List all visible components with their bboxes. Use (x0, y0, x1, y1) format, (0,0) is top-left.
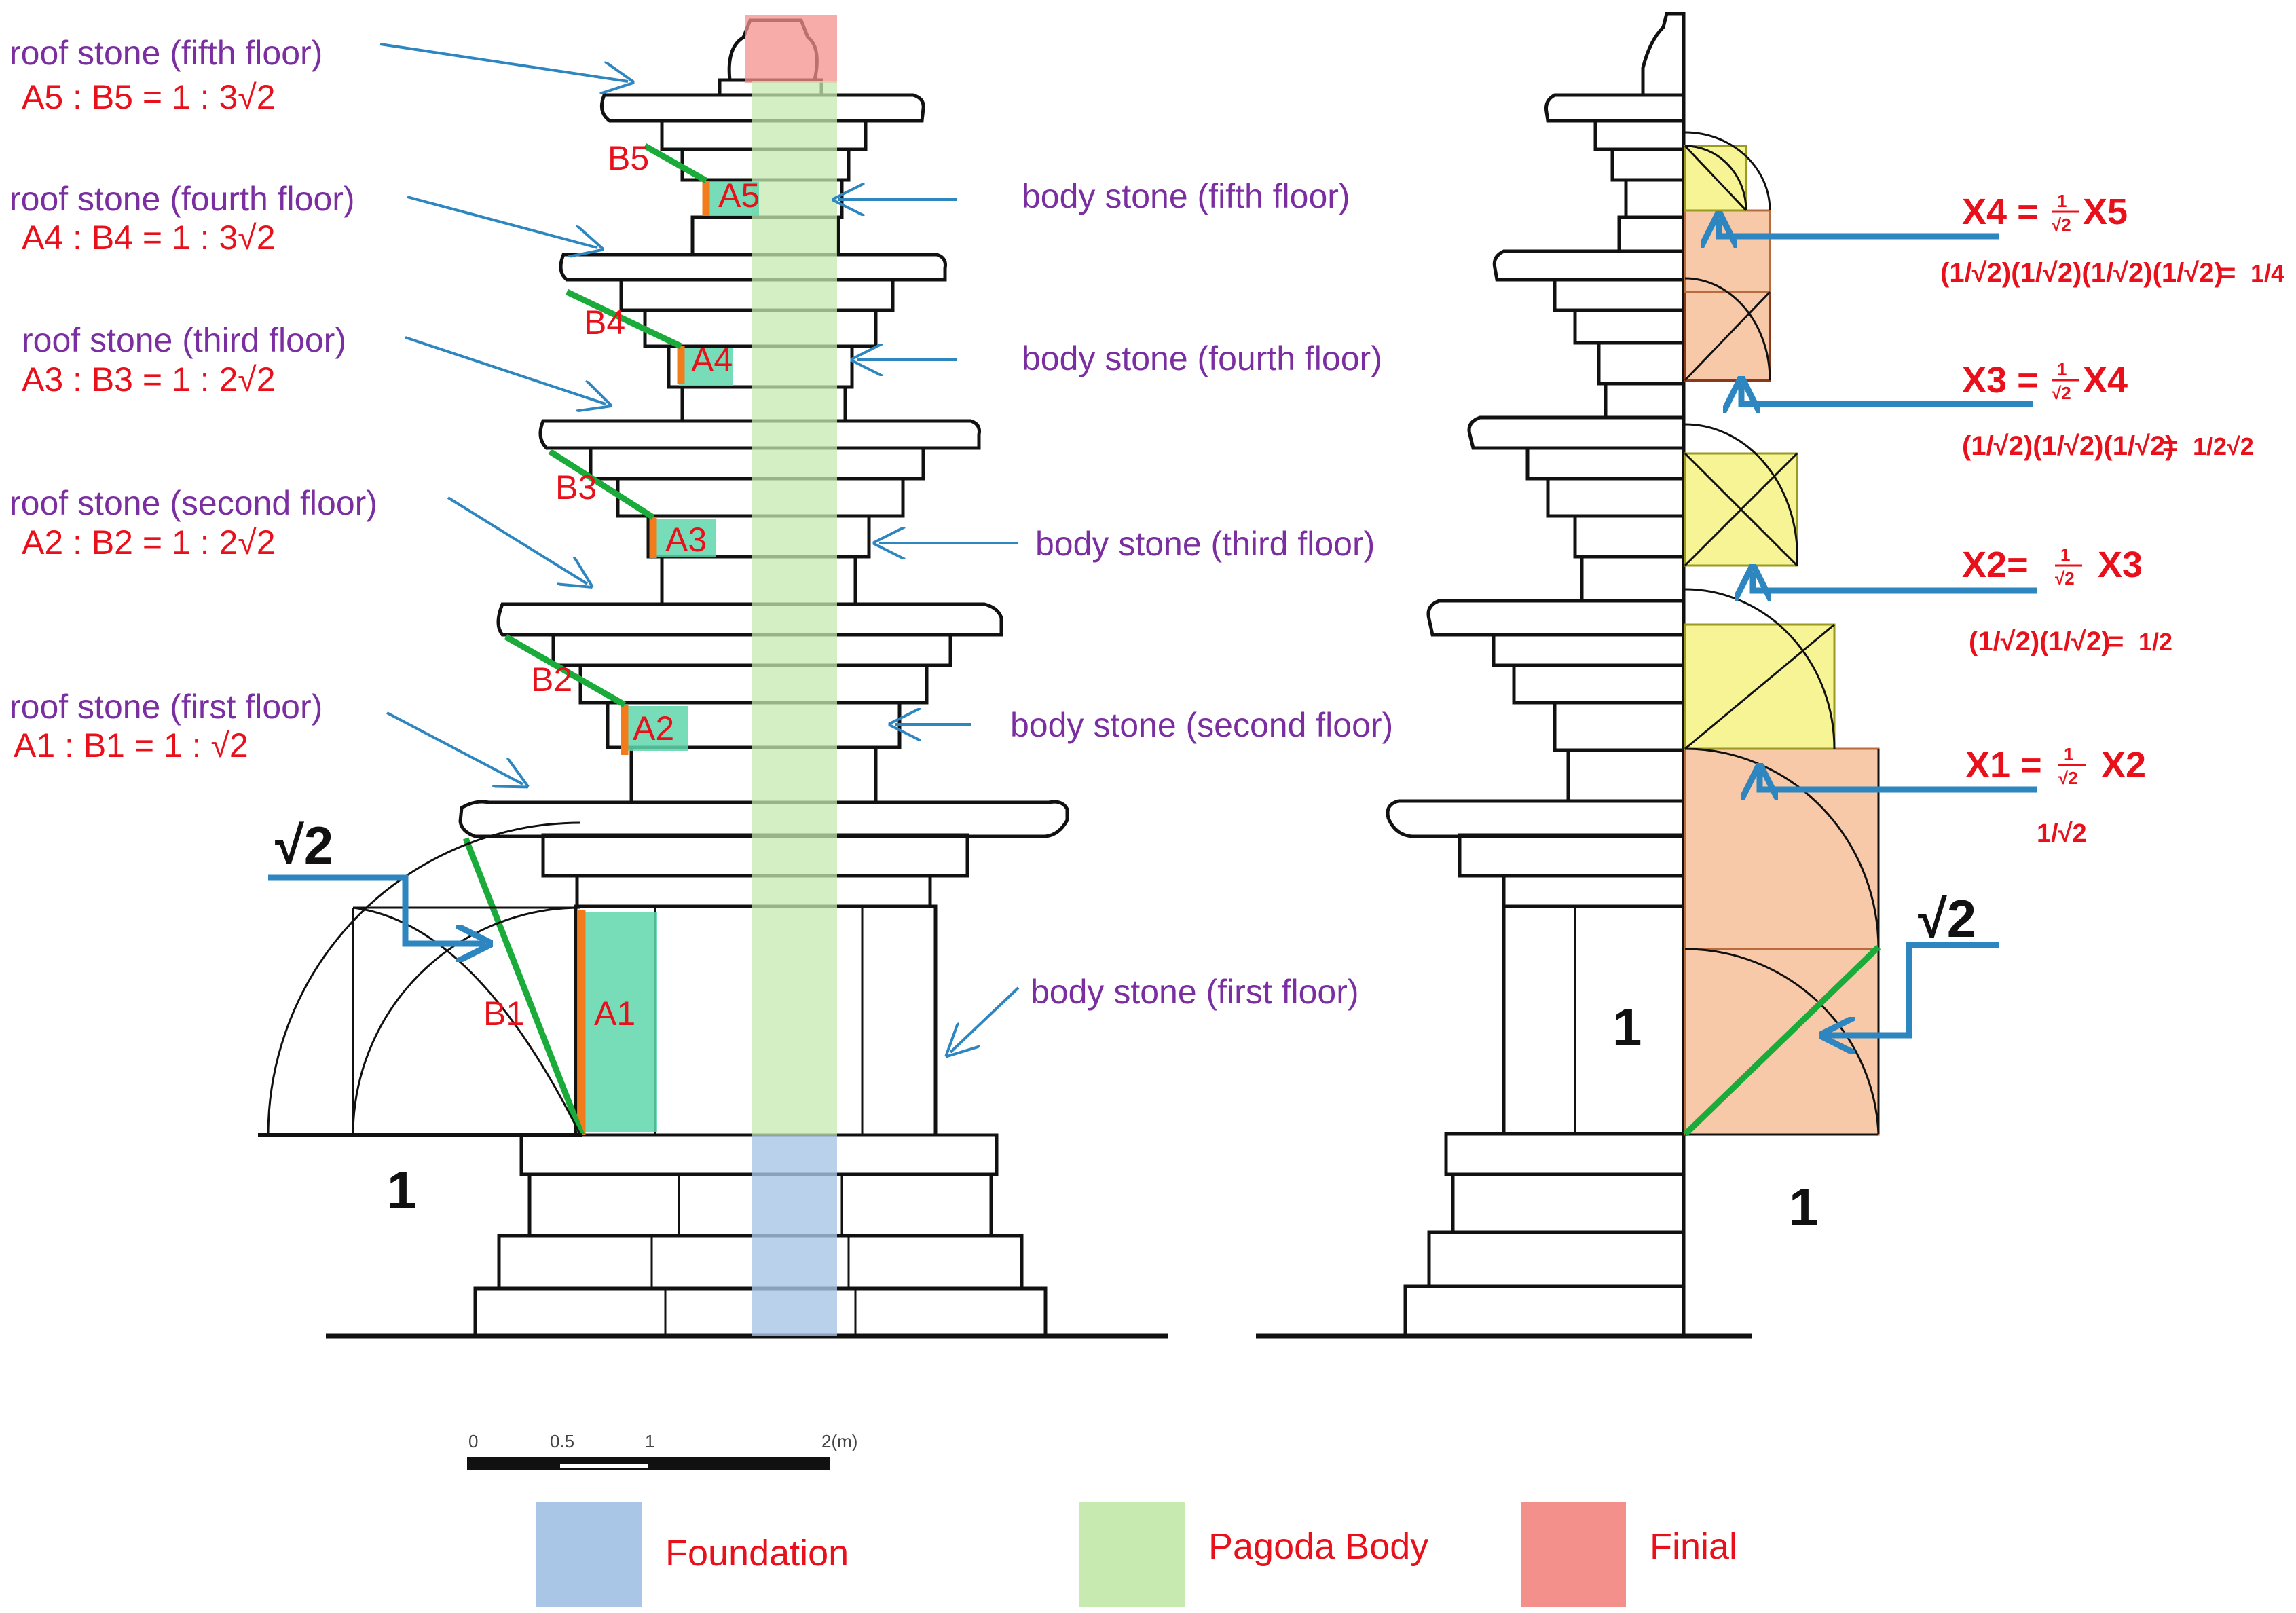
left-foundation-stones (326, 1133, 1168, 1339)
foundation-band (752, 1135, 837, 1336)
x3-equals: = (2162, 431, 2178, 461)
x3-frac-num: 1 (2057, 359, 2067, 379)
x1-rhs: X2 (2101, 745, 2146, 785)
roof-stone-1-ratio: A1 : B1 = 1 : √2 (14, 726, 248, 764)
segment-labels: A1 A2 A3 A4 A5 B1 B2 B3 B4 B5 (483, 139, 760, 1033)
formula-arrows (1719, 219, 2037, 790)
x2-chain: (1/√2)(1/√2) (1969, 627, 2110, 656)
left-one-label: 1 (387, 1160, 416, 1220)
roof-stone-3-label: roof stone (third floor) (22, 321, 346, 359)
right-diagonal-green (1682, 944, 1881, 1137)
roof-stone-2-ratio: A2 : B2 = 1 : 2√2 (22, 523, 276, 561)
x3-frac-den: √2 (2052, 383, 2071, 403)
b-segment-lines (462, 143, 708, 1136)
legend-label-finial: Finial (1650, 1526, 1737, 1567)
svg-text:X4 =: X4 = (1962, 191, 2039, 232)
scale-tick-1: 0.5 (550, 1431, 574, 1451)
body-stone-labels: body stone (fifth floor) body stone (fou… (1010, 177, 1393, 1011)
x1-frac-den: √2 (2058, 768, 2078, 788)
scale-tick-3: 2(m) (821, 1431, 857, 1451)
left-sqrt2-arrow (268, 874, 485, 944)
right-pagoda-drawing (1256, 12, 1752, 1339)
x2-frac-den: √2 (2055, 568, 2075, 589)
x1-frac-num: 1 (2064, 744, 2073, 764)
roof-stone-4-label: roof stone (fourth floor) (10, 180, 355, 218)
formula-x1: X1 = 1 √2 X2 1/√2 (1965, 744, 2146, 848)
x4-lhs: X4 (1962, 191, 2007, 232)
x1-result: 1/√2 (2037, 819, 2087, 848)
x3-chain: (1/√2)(1/√2)(1/√2) (1962, 431, 2174, 461)
a-segment-shading (582, 182, 759, 1132)
x3-result: 1/2√2 (2193, 432, 2254, 460)
scale-bar: 0 0.5 1 2(m) (467, 1431, 857, 1470)
roof-stone-2-label: roof stone (second floor) (10, 484, 377, 522)
label-b2: B2 (531, 661, 572, 699)
legend: Foundation Pagoda Body Finial (536, 1502, 1737, 1607)
body-stone-1-label: body stone (first floor) (1031, 973, 1359, 1011)
roof-stone-5-label: roof stone (fifth floor) (10, 34, 322, 72)
x2-rhs: X3 (2098, 544, 2143, 585)
roof-stone-labels: roof stone (fifth floor) A5 : B5 = 1 : 3… (10, 34, 377, 764)
roof-stone-3-ratio: A3 : B3 = 1 : 2√2 (22, 360, 276, 398)
x4-result: 1/4 (2251, 259, 2284, 287)
pagoda-body-band (752, 81, 837, 1135)
label-a4: A4 (691, 341, 733, 379)
legend-swatch-finial (1521, 1502, 1626, 1607)
x3-rhs: X4 (2083, 360, 2128, 401)
label-b5: B5 (608, 139, 649, 177)
left-sqrt2-construction (258, 821, 582, 1137)
right-one-bottom-label: 1 (1789, 1177, 1818, 1237)
x2-frac-num: 1 (2060, 544, 2070, 565)
svg-text:X1 =: X1 = (1965, 745, 2042, 785)
x4-rhs: X5 (2083, 191, 2128, 232)
label-b1: B1 (483, 995, 525, 1033)
roof-stone-1-label: roof stone (first floor) (10, 688, 322, 726)
left-sqrt2-label: √2 (275, 815, 333, 875)
label-a5: A5 (718, 177, 760, 215)
label-a1: A1 (594, 995, 635, 1033)
callout-arrows (379, 43, 1020, 1052)
left-pagoda-drawing (326, 18, 1168, 1339)
svg-text:X2=: X2= (1962, 544, 2029, 585)
roof-stone-4-ratio: A4 : B4 = 1 : 3√2 (22, 219, 276, 257)
roof-stone-5-ratio: A5 : B5 = 1 : 3√2 (22, 78, 276, 116)
formula-x4: X4 = 1 √2 X5 (1/√2)(1/√2)(1/√2)(1/√2) = … (1940, 191, 2284, 288)
legend-swatch-foundation (536, 1502, 642, 1607)
legend-swatch-pagoda-body (1079, 1502, 1185, 1607)
right-sqrt2-label: √2 (1918, 889, 1976, 948)
x2-equals: = (2108, 627, 2124, 656)
x4-chain: (1/√2)(1/√2)(1/√2)(1/√2) (1940, 258, 2223, 288)
label-a2: A2 (633, 709, 674, 747)
body-stone-5-label: body stone (fifth floor) (1022, 177, 1350, 215)
label-b4: B4 (584, 303, 625, 341)
scale-tick-0: 0 (468, 1431, 478, 1451)
right-one-side-label: 1 (1612, 997, 1642, 1057)
legend-label-foundation: Foundation (665, 1533, 849, 1574)
legend-label-pagoda-body: Pagoda Body (1208, 1526, 1428, 1567)
left-body-stone-2 (496, 602, 1003, 804)
x4-frac-num: 1 (2057, 191, 2067, 211)
formula-x2: X2= 1 √2 X3 (1/√2)(1/√2) = 1/2 (1962, 544, 2172, 656)
formula-x3: X3 = 1 √2 X4 (1/√2)(1/√2)(1/√2) = 1/2√2 (1962, 359, 2254, 461)
right-proportion-squares (1684, 131, 1880, 1136)
x1-lhs: X1 (1965, 745, 2010, 785)
scale-tick-2: 1 (645, 1431, 654, 1451)
body-stone-3-label: body stone (third floor) (1035, 525, 1375, 563)
svg-text:X3 =: X3 = (1962, 360, 2039, 401)
x3-lhs: X3 (1962, 360, 2007, 401)
body-stone-2-label: body stone (second floor) (1010, 706, 1393, 744)
a-segment-lines (578, 181, 710, 1135)
body-stone-4-label: body stone (fourth floor) (1022, 339, 1382, 377)
x4-frac-den: √2 (2052, 215, 2071, 235)
x2-result: 1/2 (2138, 628, 2172, 656)
x2-lhs: X2 (1962, 544, 2007, 585)
right-sqrt2-arrow (1826, 942, 1999, 1035)
x4-equals: = (2220, 258, 2236, 288)
finial-band (745, 15, 837, 83)
label-b3: B3 (555, 468, 597, 506)
label-a3: A3 (665, 521, 707, 559)
